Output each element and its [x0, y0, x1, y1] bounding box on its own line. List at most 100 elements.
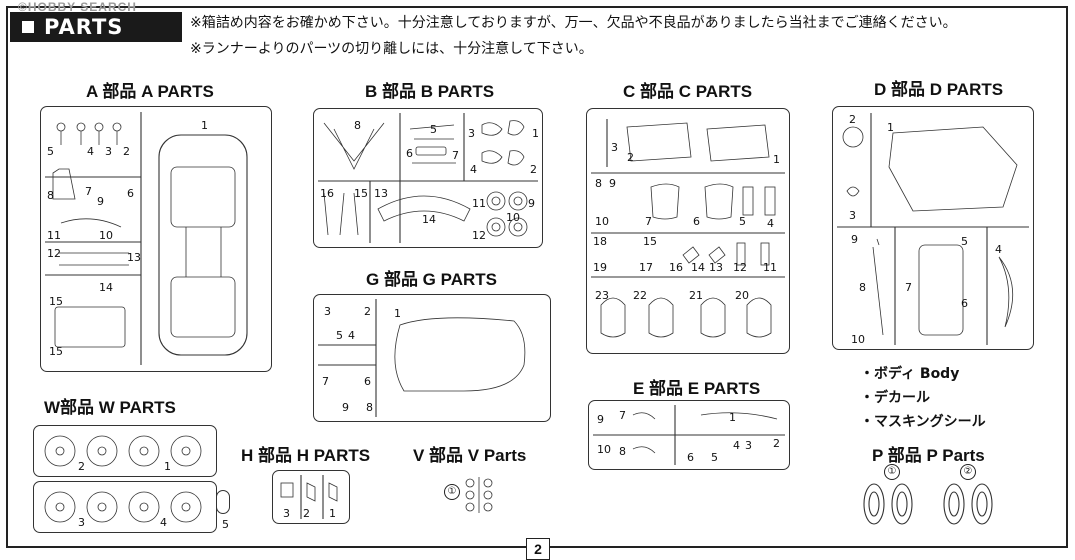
svg-text:8: 8 [354, 119, 361, 132]
v-label-circle: ① [444, 484, 460, 500]
svg-text:4: 4 [767, 217, 774, 230]
title-text: PARTS LIST [10, 15, 124, 69]
svg-text:10: 10 [597, 443, 611, 456]
svg-text:15: 15 [49, 345, 63, 358]
svg-text:4: 4 [160, 516, 167, 529]
svg-text:12: 12 [733, 261, 747, 274]
svg-text:4: 4 [995, 243, 1002, 256]
svg-text:5: 5 [430, 123, 437, 136]
svg-text:3: 3 [745, 439, 752, 452]
p-label-2: ② [960, 464, 976, 480]
svg-text:7: 7 [905, 281, 912, 294]
svg-text:2: 2 [364, 305, 371, 318]
svg-text:10: 10 [99, 229, 113, 242]
svg-text:11: 11 [472, 197, 486, 210]
svg-text:13: 13 [374, 187, 388, 200]
svg-text:5: 5 [47, 145, 54, 158]
svg-text:19: 19 [593, 261, 607, 274]
sprue-w-part-5 [216, 490, 230, 514]
svg-text:10: 10 [851, 333, 865, 346]
svg-text:8: 8 [47, 189, 54, 202]
svg-text:1: 1 [164, 460, 171, 473]
svg-text:6: 6 [961, 297, 968, 310]
section-c-heading: C 部品 C PARTS [623, 82, 753, 101]
svg-text:14: 14 [422, 213, 436, 226]
svg-text:3: 3 [105, 145, 112, 158]
svg-text:1: 1 [394, 307, 401, 320]
svg-text:6: 6 [364, 375, 371, 388]
section-b-heading: B 部品 B PARTS [365, 82, 495, 101]
svg-text:8: 8 [859, 281, 866, 294]
svg-text:11: 11 [47, 229, 61, 242]
svg-text:9: 9 [851, 233, 858, 246]
svg-text:9: 9 [597, 413, 604, 426]
svg-text:3: 3 [468, 127, 475, 140]
notice-line-1: ※箱詰め内容をお確かめ下さい。十分注意しておりますが、万一、欠品や不良品がありま… [190, 15, 957, 31]
notice-text: ※箱詰め内容をお確かめ下さい。十分注意しておりますが、万一、欠品や不良品がありま… [190, 10, 957, 62]
svg-text:4: 4 [348, 329, 355, 342]
svg-text:18: 18 [593, 235, 607, 248]
svg-text:5: 5 [961, 235, 968, 248]
svg-text:8: 8 [366, 401, 373, 414]
section-a-heading: A 部品 A PARTS [86, 82, 214, 101]
svg-text:17: 17 [639, 261, 653, 274]
svg-text:3: 3 [849, 209, 856, 222]
svg-text:6: 6 [693, 215, 700, 228]
svg-text:4: 4 [470, 163, 477, 176]
svg-text:1: 1 [729, 411, 736, 424]
svg-text:4: 4 [733, 439, 740, 452]
section-v-heading: V 部品 V Parts [413, 446, 527, 465]
svg-text:4: 4 [87, 145, 94, 158]
svg-text:10: 10 [506, 211, 520, 224]
contents-item-decal: ・デカール [860, 390, 930, 406]
svg-text:2: 2 [627, 151, 634, 164]
parts-list-title: PARTS LIST [10, 12, 182, 69]
section-e-heading: E 部品 E PARTS [633, 379, 761, 398]
svg-text:1: 1 [532, 127, 539, 140]
svg-text:9: 9 [528, 197, 535, 210]
contents-item-body: ・ボディ Body [860, 366, 960, 382]
p-tires-drawing [863, 483, 993, 525]
svg-text:12: 12 [472, 229, 486, 242]
svg-text:3: 3 [324, 305, 331, 318]
svg-text:16: 16 [669, 261, 683, 274]
svg-text:9: 9 [342, 401, 349, 414]
svg-text:15: 15 [354, 187, 368, 200]
svg-text:5: 5 [739, 215, 746, 228]
svg-text:1: 1 [773, 153, 780, 166]
svg-text:10: 10 [595, 215, 609, 228]
svg-text:13: 13 [709, 261, 723, 274]
svg-text:3: 3 [611, 141, 618, 154]
p-label-1: ① [884, 464, 900, 480]
svg-text:16: 16 [320, 187, 334, 200]
svg-text:2: 2 [303, 507, 310, 520]
svg-text:6: 6 [406, 147, 413, 160]
svg-text:3: 3 [283, 507, 290, 520]
svg-text:20: 20 [735, 289, 749, 302]
page-number: 2 [526, 538, 550, 560]
svg-text:21: 21 [689, 289, 703, 302]
svg-text:2: 2 [773, 437, 780, 450]
svg-text:1: 1 [329, 507, 336, 520]
svg-text:5: 5 [336, 329, 343, 342]
svg-text:6: 6 [687, 451, 694, 464]
svg-text:1: 1 [887, 121, 894, 134]
svg-text:14: 14 [691, 261, 705, 274]
svg-text:15: 15 [643, 235, 657, 248]
svg-text:5: 5 [711, 451, 718, 464]
contents-list: ・ボディ Body ・デカール ・マスキングシール [860, 362, 986, 434]
svg-text:22: 22 [633, 289, 647, 302]
